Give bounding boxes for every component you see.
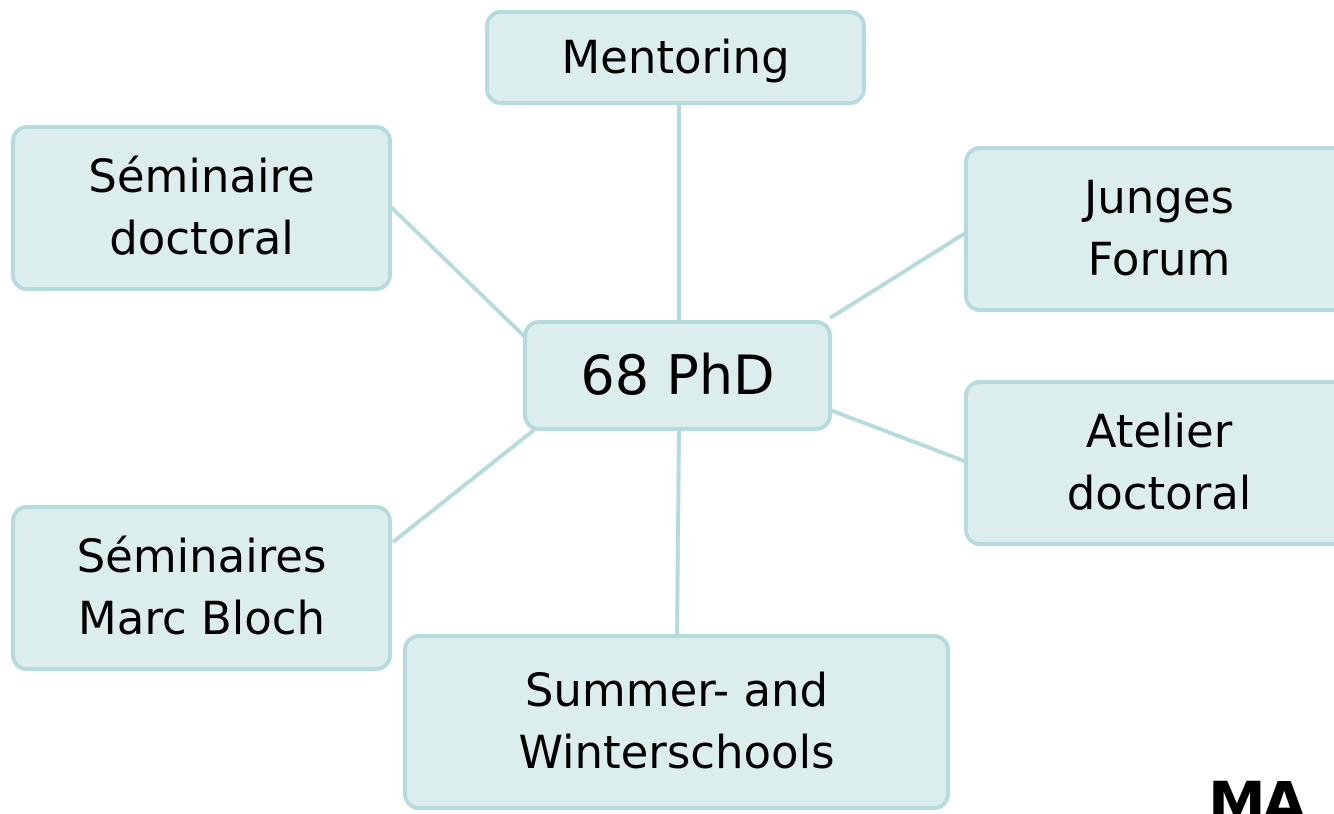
node-seminaire-doctoral: Séminaire doctoral xyxy=(11,125,392,291)
logo-partial: MA xyxy=(1208,774,1303,814)
node-junges-forum: Junges Forum xyxy=(964,146,1334,312)
node-mentoring: Mentoring xyxy=(485,10,866,105)
node-summer-winterschools: Summer- and Winterschools xyxy=(403,634,950,810)
node-center-68-phd: 68 PhD xyxy=(523,320,832,431)
node-seminaires-marc-bloch: Séminaires Marc Bloch xyxy=(11,505,392,671)
connector-center-summer-winterschools xyxy=(675,429,681,637)
connector-center-seminaires-marc-bloch xyxy=(391,428,536,544)
node-atelier-doctoral: Atelier doctoral xyxy=(964,380,1334,546)
connector-center-junges-forum xyxy=(828,230,969,320)
connector-center-atelier-doctoral xyxy=(829,408,968,464)
connector-center-seminaire-doctoral xyxy=(389,205,528,340)
